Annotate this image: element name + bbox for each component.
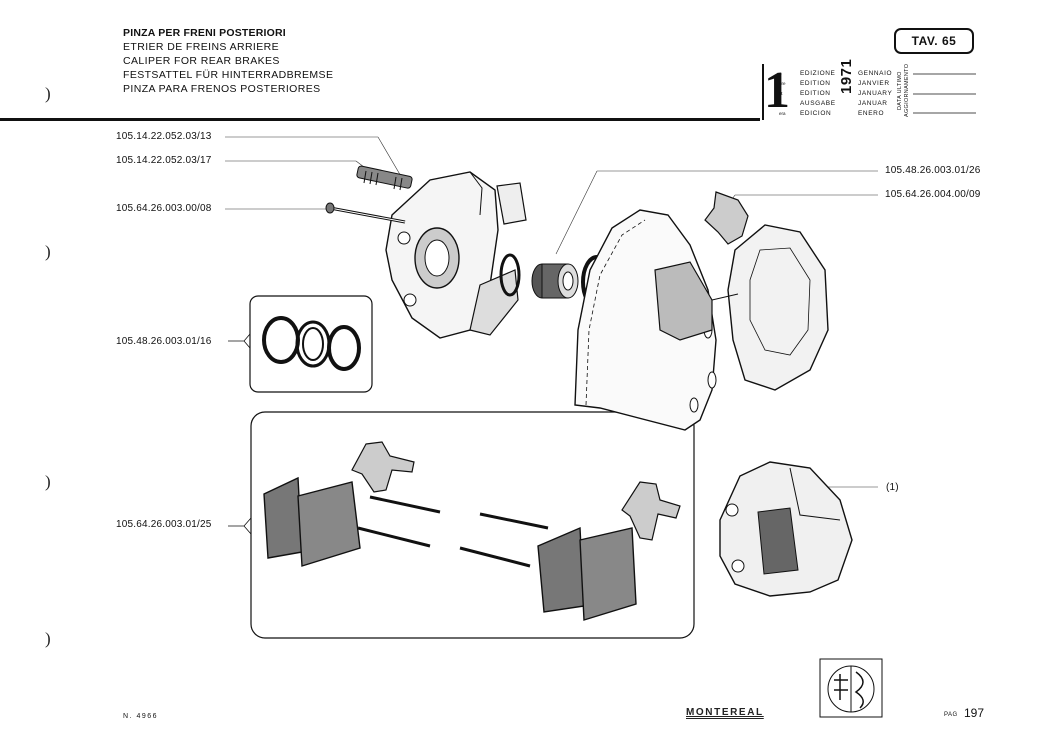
pad-kit-springs bbox=[351, 441, 681, 541]
title-italian: PINZA PER FRENI POSTERIORI bbox=[123, 27, 286, 39]
edition-ordinal: st bbox=[779, 91, 783, 96]
title-german: FESTSATTEL FÜR HINTERRADBREMSE bbox=[123, 69, 334, 81]
inset-brace bbox=[228, 333, 251, 349]
part-label-64-26-003-01-25: 105.64.26.003.01/25 bbox=[116, 519, 212, 530]
edition-word: AUSGABE bbox=[800, 100, 836, 107]
drawing-number: N. 4966 bbox=[123, 713, 159, 720]
edition-word: EDITION bbox=[800, 80, 831, 87]
edition-ordinal: era bbox=[779, 111, 786, 116]
edition-month: JANUAR bbox=[858, 100, 888, 107]
page-label: PAG bbox=[944, 712, 958, 718]
part-label-64-26-004-00-09: 105.64.26.004.00/09 bbox=[885, 189, 981, 200]
header-rule bbox=[0, 118, 760, 121]
binding-mark: ) bbox=[45, 84, 51, 103]
edition-month: JANUARY bbox=[858, 90, 893, 97]
piston-seal bbox=[499, 253, 521, 297]
brake-pad bbox=[654, 261, 713, 341]
binding-mark: ) bbox=[45, 472, 51, 491]
note-1-label: (1) bbox=[886, 482, 899, 493]
part-label-48-26-003-01-16: 105.48.26.003.01/16 bbox=[116, 336, 212, 347]
edition-month: JANVIER bbox=[858, 80, 890, 87]
pad-kit-pads bbox=[263, 476, 637, 621]
edition-ordinal: a bbox=[779, 71, 782, 76]
edition-month: GENNAIO bbox=[858, 70, 893, 77]
caliper-outer-half bbox=[711, 224, 829, 391]
table-label-box: TAV. 65 bbox=[894, 28, 974, 54]
alfa-romeo-logo bbox=[819, 658, 883, 718]
bleed-screw bbox=[356, 165, 413, 191]
bleed-cap bbox=[496, 182, 527, 225]
edition-box: 1 a ère st era EDIZIONE EDITION EDITION … bbox=[762, 64, 912, 120]
retaining-pin bbox=[325, 202, 406, 224]
seal-rings bbox=[262, 316, 361, 371]
anti-rattle-spring bbox=[704, 191, 749, 245]
edition-ordinal: ère bbox=[779, 81, 786, 86]
assembled-caliper bbox=[719, 461, 853, 597]
caliper-body bbox=[385, 171, 499, 339]
part-label-14-22-052-03-13: 105.14.22.052.03/13 bbox=[116, 131, 212, 142]
inset-brace bbox=[228, 517, 252, 535]
pad-kit-pins bbox=[357, 495, 549, 568]
edition-word: EDITION bbox=[800, 90, 831, 97]
binding-mark: ) bbox=[45, 242, 51, 261]
pad-kit-inset bbox=[250, 411, 695, 639]
update-date-lines bbox=[913, 73, 976, 114]
binding-mark: ) bbox=[45, 629, 51, 648]
seal-kit-inset bbox=[249, 295, 373, 393]
title-spanish: PINZA PARA FRENOS POSTERIORES bbox=[123, 83, 321, 95]
title-french: ETRIER DE FREINS ARRIERE bbox=[123, 41, 280, 53]
edition-month: ENERO bbox=[858, 110, 885, 117]
title-english: CALIPER FOR REAR BRAKES bbox=[123, 55, 280, 67]
part-label-14-22-052-03-17: 105.14.22.052.03/17 bbox=[116, 155, 212, 166]
edition-word: EDIZIONE bbox=[800, 70, 836, 77]
piston bbox=[531, 263, 579, 299]
caliper-bracket bbox=[469, 269, 519, 336]
brand-wordmark: MONTEREAL bbox=[686, 707, 764, 718]
edition-word: EDICION bbox=[800, 110, 832, 117]
part-label-64-26-003-00-08: 105.64.26.003.00/08 bbox=[116, 203, 212, 214]
part-label-48-26-003-01-26: 105.48.26.003.01/26 bbox=[885, 165, 981, 176]
page-number: 197 bbox=[964, 706, 985, 720]
